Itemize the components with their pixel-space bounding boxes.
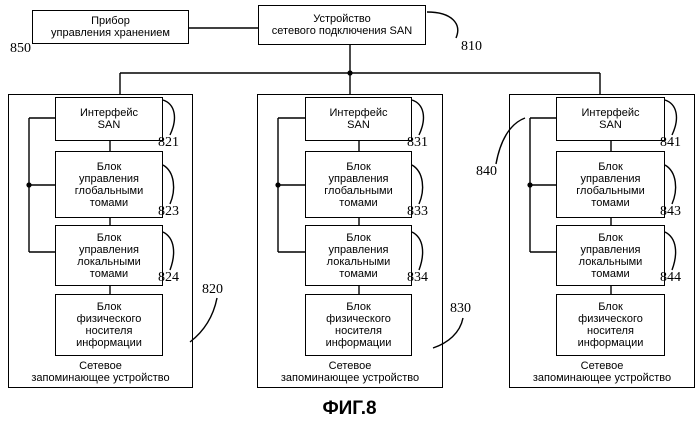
ref-830: 830 [450,302,471,316]
ref-820: 820 [202,283,223,297]
ref-844: 844 [660,271,681,285]
ref-823: 823 [158,205,179,219]
ref-821: 821 [158,136,179,150]
ref-833: 833 [407,205,428,219]
global-volume-block-2: Блок управления глобальными томами [305,151,412,218]
physical-media-block-3: Блок физического носителя информации [556,294,665,356]
local-volume-block-3: Блок управления локальными томами [556,225,665,286]
figure-label: ФИГ.8 [0,398,699,420]
san-interface-box-3: Интерфейс SAN [556,97,665,141]
ref-834: 834 [407,271,428,285]
global-volume-block-3: Блок управления глобальными томами [556,151,665,218]
storage-device-caption-2: Сетевое запоминающее устройство [257,360,443,384]
ref-824: 824 [158,271,179,285]
ref-841: 841 [660,136,681,150]
storage-control-box: Прибор управления хранением [32,10,189,44]
local-volume-block-2: Блок управления локальными томами [305,225,412,286]
ref-831: 831 [407,136,428,150]
global-volume-block-1: Блок управления глобальными томами [55,151,163,218]
physical-media-block-2: Блок физического носителя информации [305,294,412,356]
ref-850: 850 [10,42,31,56]
storage-device-caption-1: Сетевое запоминающее устройство [8,360,193,384]
ref-840: 840 [476,165,497,179]
storage-device-caption-3: Сетевое запоминающее устройство [509,360,695,384]
san-interface-box-2: Интерфейс SAN [305,97,412,141]
san-interface-box-1: Интерфейс SAN [55,97,163,141]
ref-843: 843 [660,205,681,219]
ref-810: 810 [461,40,482,54]
physical-media-block-1: Блок физического носителя информации [55,294,163,356]
local-volume-block-1: Блок управления локальными томами [55,225,163,286]
san-device-box: Устройство сетевого подключения SAN [258,5,426,45]
